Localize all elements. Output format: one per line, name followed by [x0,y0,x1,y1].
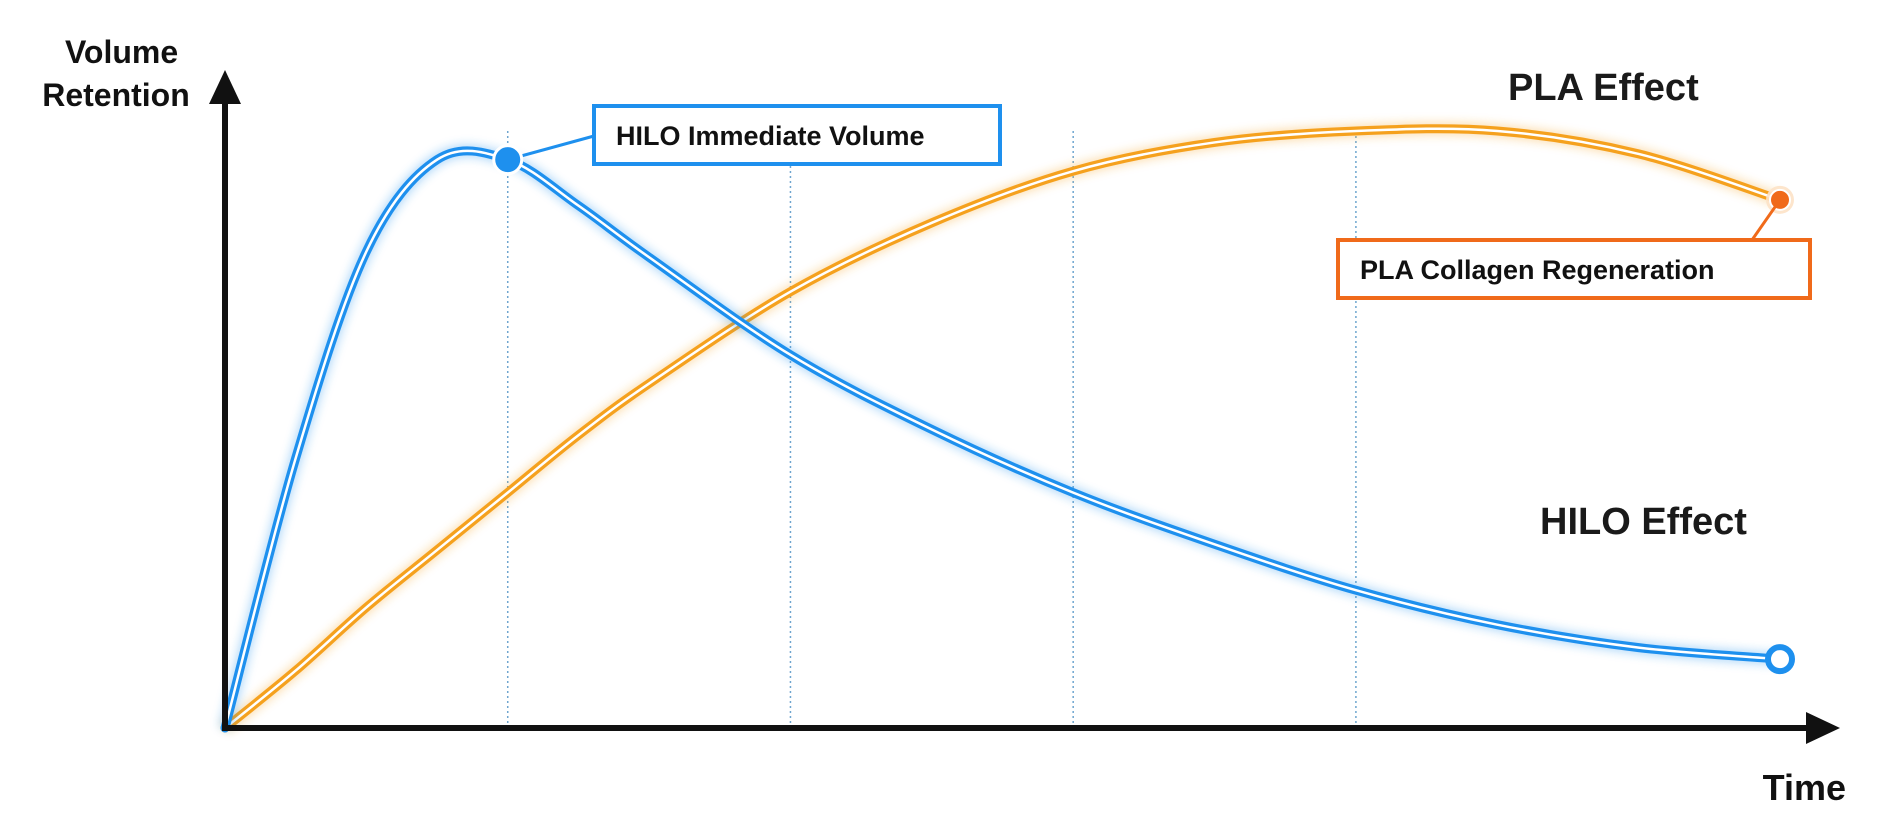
callout-pla-collagen-regeneration-leader [1750,198,1782,241]
labels-layer: HILO Effect PLA Effect [1508,67,1747,543]
hilo-effect-line-highlight [223,149,1782,730]
hilo-effect-end-point [1765,644,1795,675]
callout-hilo-immediate-volume-point [492,144,524,176]
x-axis-arrow-icon [1806,712,1840,744]
hilo-effect-label: HILO Effect [1540,501,1747,543]
y-axis-arrow-icon [209,70,241,104]
x-axis-label: Time [1763,767,1846,808]
callout-hilo-immediate-volume-box [592,104,1002,166]
callout-pla-collagen-regeneration-box [1336,238,1812,300]
hilo-effect-line [220,146,1785,733]
hilo-effect-glow [219,144,1781,730]
series-layer [219,122,1795,733]
callout-pla-collagen-regeneration-text: PLA Collagen Regeneration [1360,255,1715,285]
pla-effect-line-highlight [223,127,1782,730]
callout-hilo-immediate-volume-text: HILO Immediate Volume [616,121,925,151]
pla-effect-label: PLA Effect [1508,67,1699,109]
y-axis-label: Volume Retention [42,34,190,113]
